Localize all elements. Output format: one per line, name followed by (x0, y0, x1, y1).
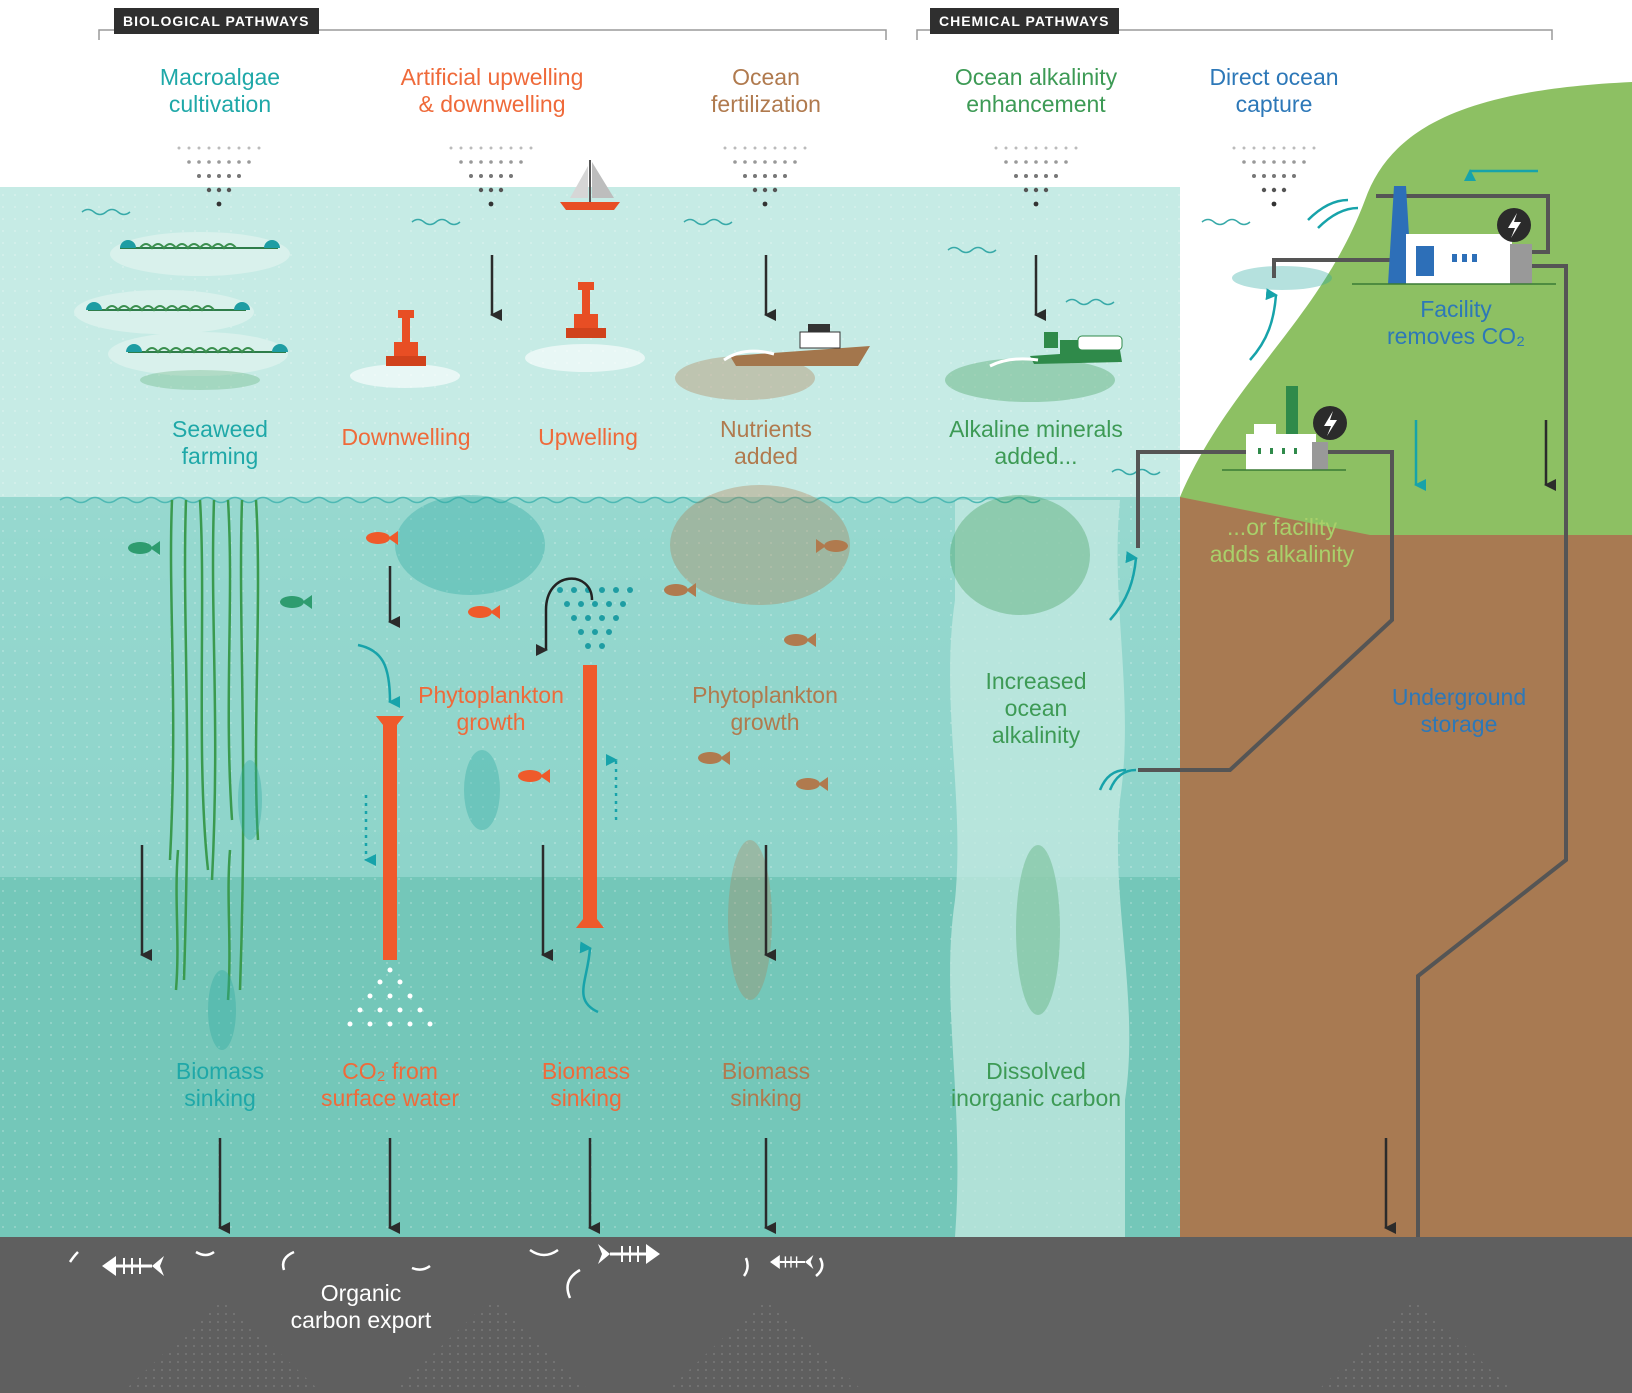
factory-icon (1222, 386, 1346, 471)
upwelling-label: Upwelling (538, 424, 638, 450)
upwelling-loop-arrow (536, 577, 594, 656)
ship-icon (723, 324, 870, 366)
alkaline-minerals-label: Alkaline minerals added... (949, 416, 1123, 469)
seaweed-farming-label: Seaweed farming (172, 416, 268, 469)
biomass-sinking-teal-label: Biomass sinking (175, 1058, 265, 1111)
co2-dots (347, 967, 433, 1027)
direct-capture-title: Direct ocean capture (1209, 64, 1339, 117)
upwelling-pipe (583, 665, 597, 925)
nutrients-added-label: Nutrients added (719, 416, 813, 469)
biomass-sinking-brown-label: Biomass sinking (721, 1058, 811, 1111)
lightning-icon (1497, 208, 1531, 242)
sediment-dots (122, 1298, 1515, 1393)
upwelling-dots (557, 587, 633, 649)
ship-icon (989, 332, 1123, 368)
increased-alkalinity-label: Increased ocean alkalinity (985, 668, 1087, 748)
arrow-icon (140, 255, 1556, 1234)
downwelling-label: Downwelling (341, 424, 471, 450)
alkalinity-plume (950, 500, 1130, 1237)
particle-clouds (140, 266, 1332, 1050)
sailboat-icon (560, 160, 620, 210)
macroalgae-title: Macroalgae cultivation (159, 64, 281, 117)
co2-surface-water-label: CO₂ from surface water (320, 1058, 460, 1111)
dissolved-inorganic-carbon-label: Dissolved inorganic carbon (950, 1058, 1122, 1111)
biological-pathways-header: BIOLOGICAL PATHWAYS (114, 8, 319, 34)
organic-debris (68, 1248, 824, 1299)
fertilization-title: Ocean fertilization (711, 64, 821, 117)
particle-emitters (177, 146, 1316, 207)
land-edge (1180, 497, 1632, 535)
underground-storage-label: Underground storage (1391, 684, 1527, 737)
chemical-pathways-header: CHEMICAL PATHWAYS (930, 8, 1119, 34)
phytoplankton-orange-label: Phytoplankton growth (418, 682, 564, 735)
kelp-strands (168, 499, 260, 1001)
buoy-icon (386, 282, 606, 366)
chemical-bracket (916, 29, 1553, 40)
dotted-arrows (364, 754, 618, 866)
teal-flow-arrows (357, 169, 1538, 1014)
pipes (376, 665, 604, 960)
upwelling-title: Artificial upwelling & downwelling (400, 64, 584, 117)
facility-removes-label: Facility removes CO₂ (1386, 296, 1525, 349)
surface-wave-line (59, 496, 1041, 504)
lightning-icon (1313, 406, 1347, 440)
biological-bracket (98, 29, 887, 40)
alkalinity-title: Ocean alkalinity enhancement (954, 64, 1118, 117)
biomass-sinking-orange-label: Biomass sinking (541, 1058, 631, 1111)
seaweed-farm (74, 232, 290, 376)
downwelling-pipe (383, 720, 397, 960)
phytoplankton-brown-label: Phytoplankton growth (692, 682, 838, 735)
factory-icon (1352, 186, 1556, 285)
organic-carbon-export-label: Organic carbon export (290, 1280, 432, 1333)
facility-adds-label: ...or facility adds alkalinity (1209, 514, 1355, 567)
